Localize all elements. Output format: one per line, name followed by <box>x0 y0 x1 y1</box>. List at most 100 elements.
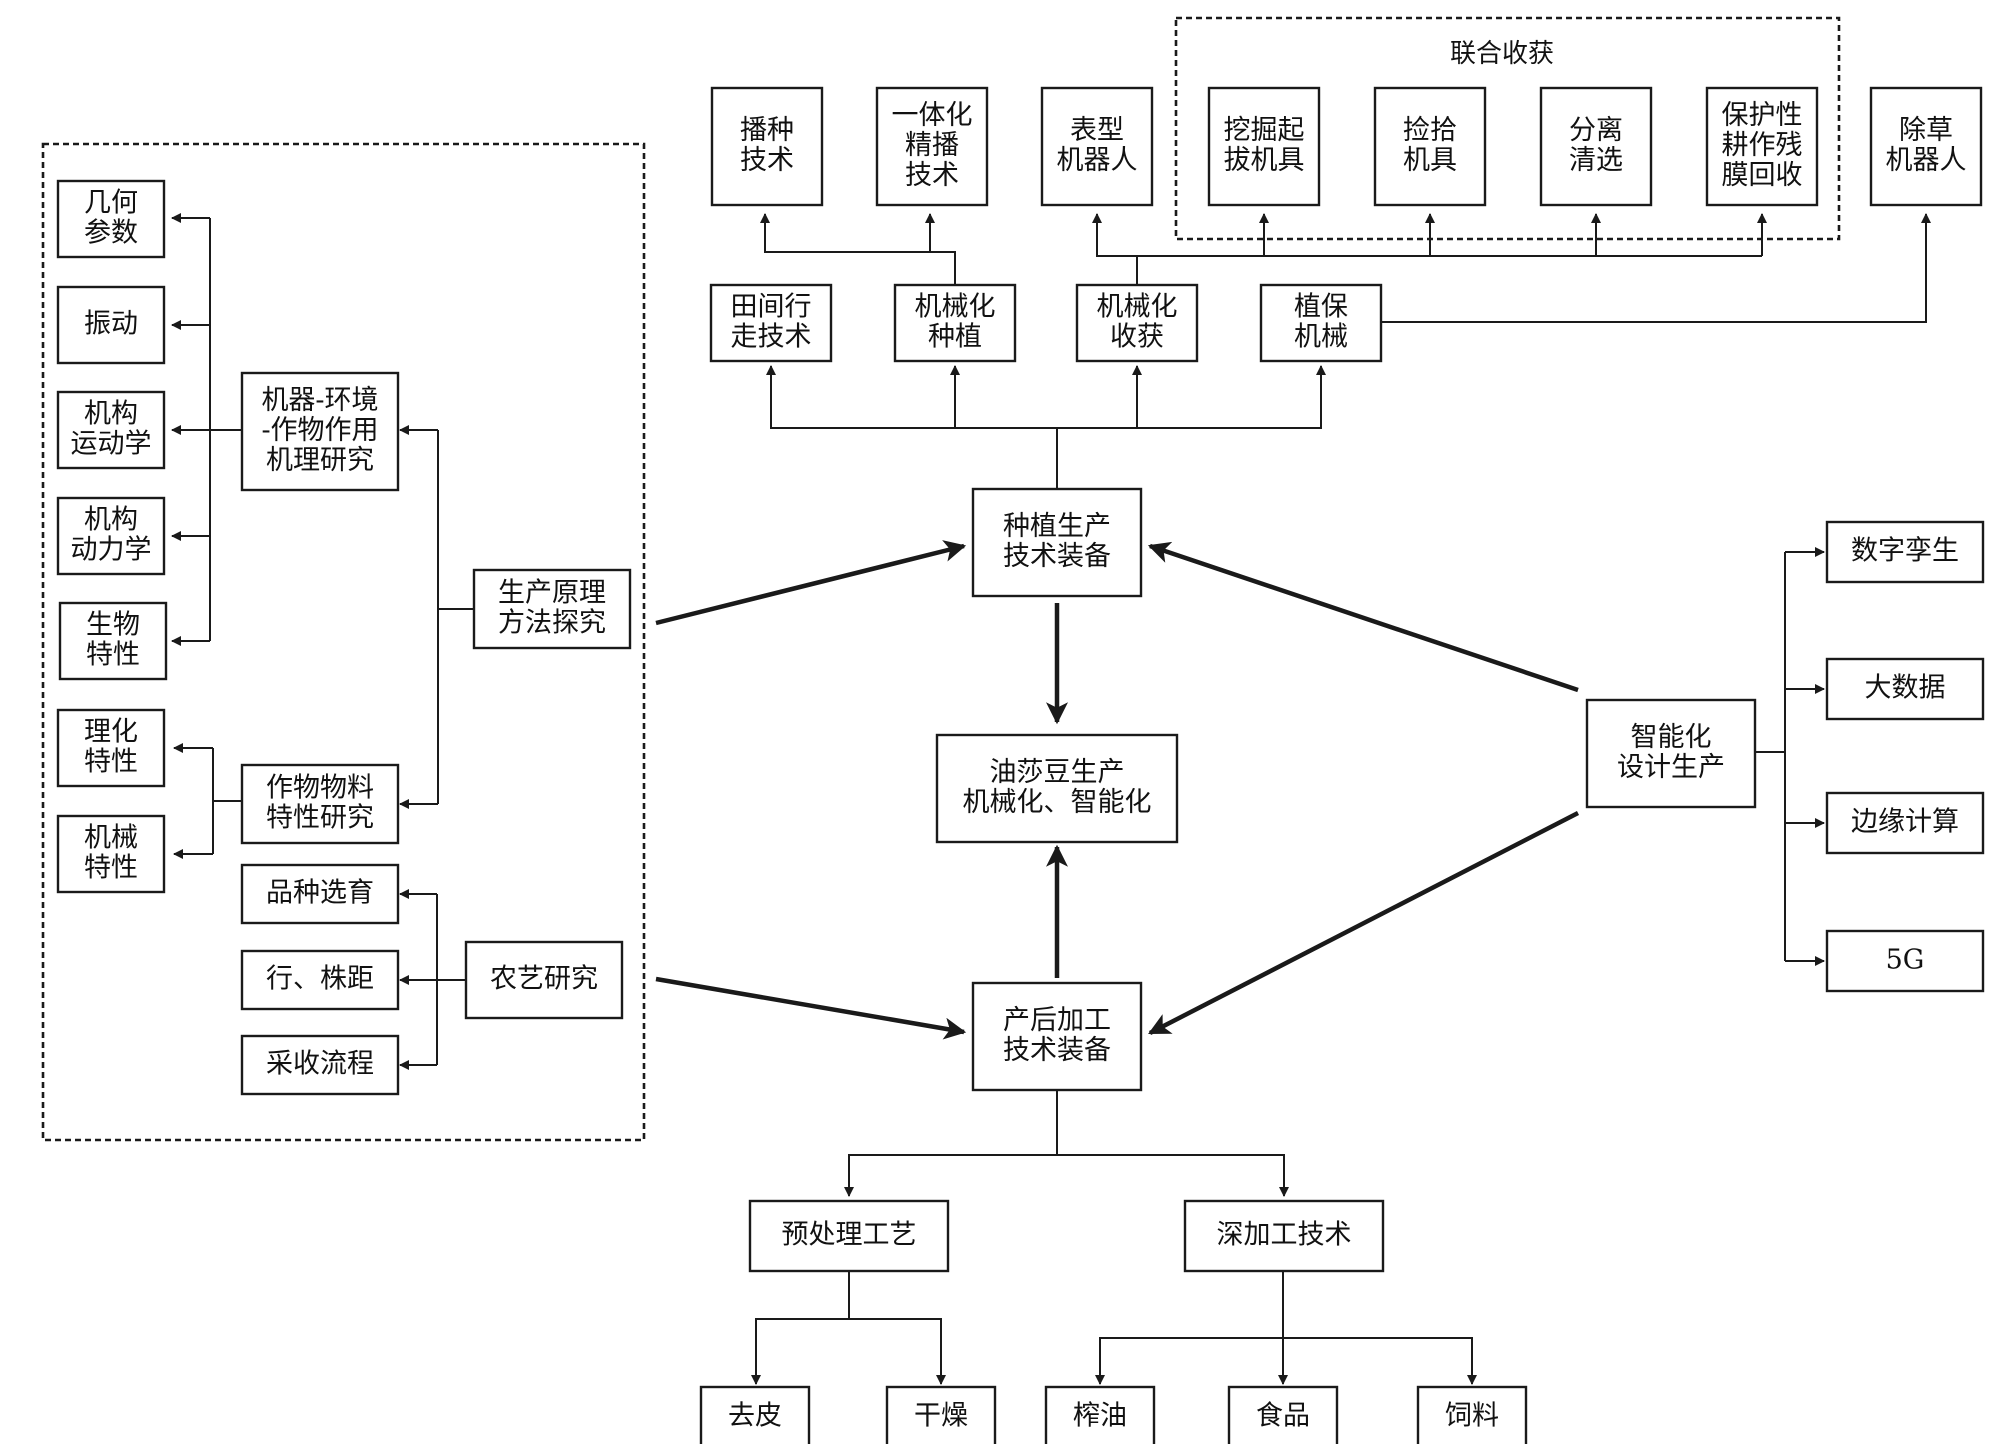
node-label-line: 种植生产 <box>1003 511 1111 542</box>
node-label-line: 特性研究 <box>266 803 374 834</box>
node-label-line: 精播 <box>905 130 959 161</box>
node-label-line: -作物作用 <box>261 415 378 446</box>
connector <box>1381 213 1931 323</box>
node-label-line: 理化 <box>84 717 138 748</box>
connector <box>1095 1337 1283 1385</box>
node-label-line: 生产原理 <box>498 578 606 609</box>
harvest-group-label: 联合收获 <box>1450 39 1554 69</box>
node-label-line: 生物 <box>86 610 140 641</box>
research-group-frame <box>41 142 646 1142</box>
node-label-line: 去皮 <box>728 1401 782 1432</box>
node-label-line: 收获 <box>1110 322 1164 353</box>
node-label-line: 动力学 <box>71 535 152 566</box>
node-bianyuan: 边缘计算 <box>1825 791 1985 855</box>
node-label-line: 保护性 <box>1722 100 1803 131</box>
thick-arrow <box>1148 810 1580 1036</box>
node-qupi: 去皮 <box>699 1385 811 1444</box>
node-label-line: 机械 <box>84 823 138 854</box>
node-label-line: 特性 <box>84 747 138 778</box>
node-label-line: 耕作残 <box>1722 130 1803 161</box>
node-label-line: 机械 <box>1294 322 1348 353</box>
node-dashuju: 大数据 <box>1825 657 1985 721</box>
connector <box>1057 365 1326 429</box>
node-pinzhong: 品种选育 <box>240 863 400 925</box>
node-label-line: 播种 <box>740 115 794 146</box>
node-ganzao: 干燥 <box>885 1385 997 1444</box>
node-label-line: 田间行 <box>731 292 812 323</box>
node-label-line: 技术 <box>905 160 959 191</box>
node-label-line: 技术装备 <box>1003 541 1111 572</box>
node-label-line: 机械化 <box>915 292 996 323</box>
node-siliao: 饲料 <box>1416 1385 1528 1444</box>
node-label-line: 特性 <box>86 640 140 671</box>
node-caishou: 采收流程 <box>240 1034 400 1096</box>
node-label-line: 方法探究 <box>498 608 606 639</box>
node-label-line: 参数 <box>84 218 138 249</box>
connector <box>766 365 1058 489</box>
node-label-line: 干燥 <box>914 1401 968 1432</box>
node-label-line: 表型 <box>1070 115 1124 146</box>
node-label-line: 数字孪生 <box>1851 536 1959 567</box>
node-label-line: 食品 <box>1256 1401 1310 1432</box>
node-label-line: 机器人 <box>1057 145 1138 176</box>
connector <box>844 1154 1057 1197</box>
harvest-group-frame <box>1174 16 1841 241</box>
node-yuchuli: 预处理工艺 <box>748 1199 950 1273</box>
connector <box>1057 1154 1289 1197</box>
node-label-line: 走技术 <box>731 322 812 353</box>
node-label-line: 智能化 <box>1631 722 1712 753</box>
node-hangzhu: 行、株距 <box>240 949 400 1011</box>
thick-arrow <box>655 540 967 626</box>
node-label-line: 深加工技术 <box>1217 1220 1352 1251</box>
node-label-line: 一体化 <box>892 100 973 131</box>
node-label-line: 分离 <box>1569 115 1623 146</box>
node-shuzi: 数字孪生 <box>1825 520 1985 584</box>
node-label-line: 机器人 <box>1886 145 1967 176</box>
node-label-line: 行、株距 <box>266 964 374 995</box>
connector <box>1283 1337 1477 1385</box>
node-nongyi: 农艺研究 <box>464 940 624 1020</box>
node-label-line: 技术 <box>740 145 794 176</box>
node-label-line: 设计生产 <box>1617 752 1725 783</box>
connector <box>760 213 956 286</box>
node-label-line: 品种选育 <box>266 878 374 909</box>
node-label-line: 预处理工艺 <box>782 1220 917 1251</box>
node-label-line: 膜回收 <box>1722 160 1803 191</box>
connector <box>1092 213 1138 286</box>
node-label-line: 采收流程 <box>266 1049 374 1080</box>
node-label-line: 油莎豆生产 <box>990 757 1125 788</box>
node-label-line: 农艺研究 <box>490 964 598 995</box>
node-label-line: 挖掘起 <box>1224 115 1305 146</box>
node-label-line: 机器-环境 <box>261 385 378 416</box>
node-label-line: 机构 <box>84 399 138 430</box>
node-label-line: 技术装备 <box>1003 1035 1111 1066</box>
node-label-line: 种植 <box>928 322 982 353</box>
node-shenjiagong: 深加工技术 <box>1183 1199 1385 1273</box>
connector <box>751 1270 850 1385</box>
node-label-line: 机构 <box>84 505 138 536</box>
node-zhendong: 振动 <box>56 285 166 365</box>
node-label-line: 机具 <box>1403 145 1457 176</box>
node-label-line: 5G <box>1886 945 1925 976</box>
node-label-line: 特性 <box>84 853 138 884</box>
thick-arrow <box>655 976 967 1040</box>
